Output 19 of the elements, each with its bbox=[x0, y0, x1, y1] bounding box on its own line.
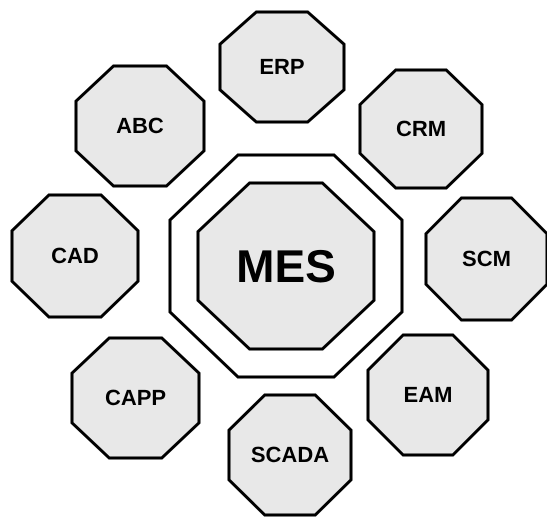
octagon-node bbox=[12, 195, 138, 317]
node-label: CAPP bbox=[104, 385, 166, 411]
octagon-node bbox=[72, 338, 199, 458]
octagon-node bbox=[426, 198, 547, 320]
node-label: SCADA bbox=[250, 442, 330, 468]
octagon-node bbox=[76, 66, 204, 186]
octagon-node bbox=[229, 395, 351, 515]
octagon-node bbox=[368, 335, 488, 455]
node-label: CAD bbox=[51, 243, 99, 269]
node-label: ERP bbox=[259, 54, 305, 80]
octagon-node bbox=[198, 183, 374, 349]
octagon-frame bbox=[170, 155, 402, 377]
node-label: SCM bbox=[462, 246, 511, 272]
node-label: MES bbox=[236, 239, 336, 293]
node-label: CRM bbox=[396, 116, 446, 142]
octagon-node bbox=[360, 70, 482, 188]
octagon-node bbox=[220, 12, 344, 122]
node-label: EAM bbox=[404, 382, 452, 408]
node-label: ABC bbox=[116, 113, 164, 139]
